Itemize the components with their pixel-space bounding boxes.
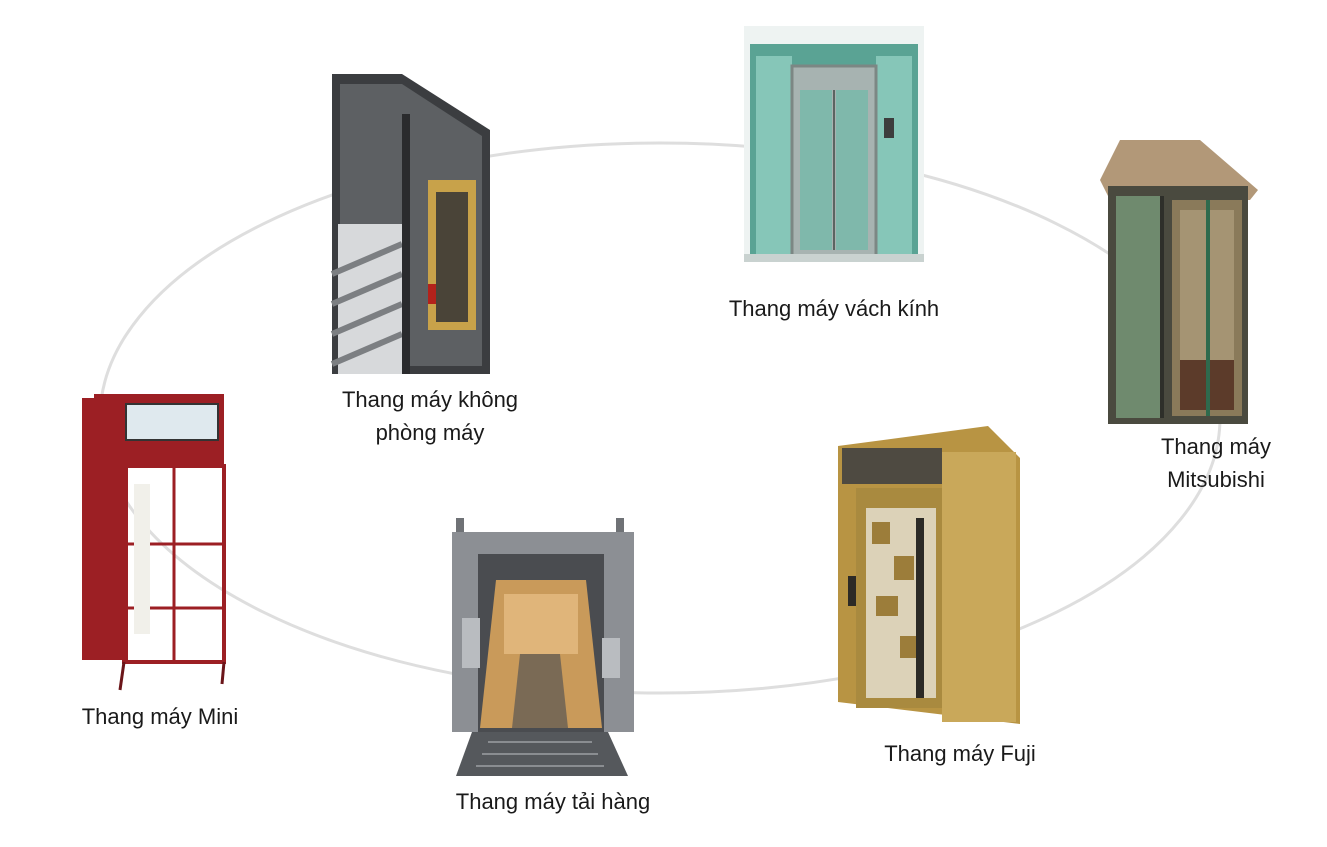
glass-elevator-image bbox=[744, 26, 924, 262]
mini-elevator-image bbox=[82, 394, 226, 691]
freight-elevator-image bbox=[452, 518, 634, 776]
machine-roomless-elevator-image bbox=[330, 74, 490, 374]
label-fuji-elevator: Thang máy Fuji bbox=[884, 741, 1036, 766]
label-mini-elevator: Thang máy Mini bbox=[81, 704, 239, 729]
label-freight-elevator: Thang máy tải hàng bbox=[455, 789, 651, 814]
mitsubishi-elevator-image bbox=[1100, 140, 1258, 424]
label-glass-elevator: Thang máy vách kính bbox=[728, 296, 940, 321]
label-machine-roomless-elevator: Thang máy không phòng máy bbox=[341, 387, 519, 445]
label-mitsubishi-elevator: Thang máy Mitsubishi bbox=[1160, 434, 1272, 492]
fuji-elevator-image bbox=[838, 426, 1020, 724]
